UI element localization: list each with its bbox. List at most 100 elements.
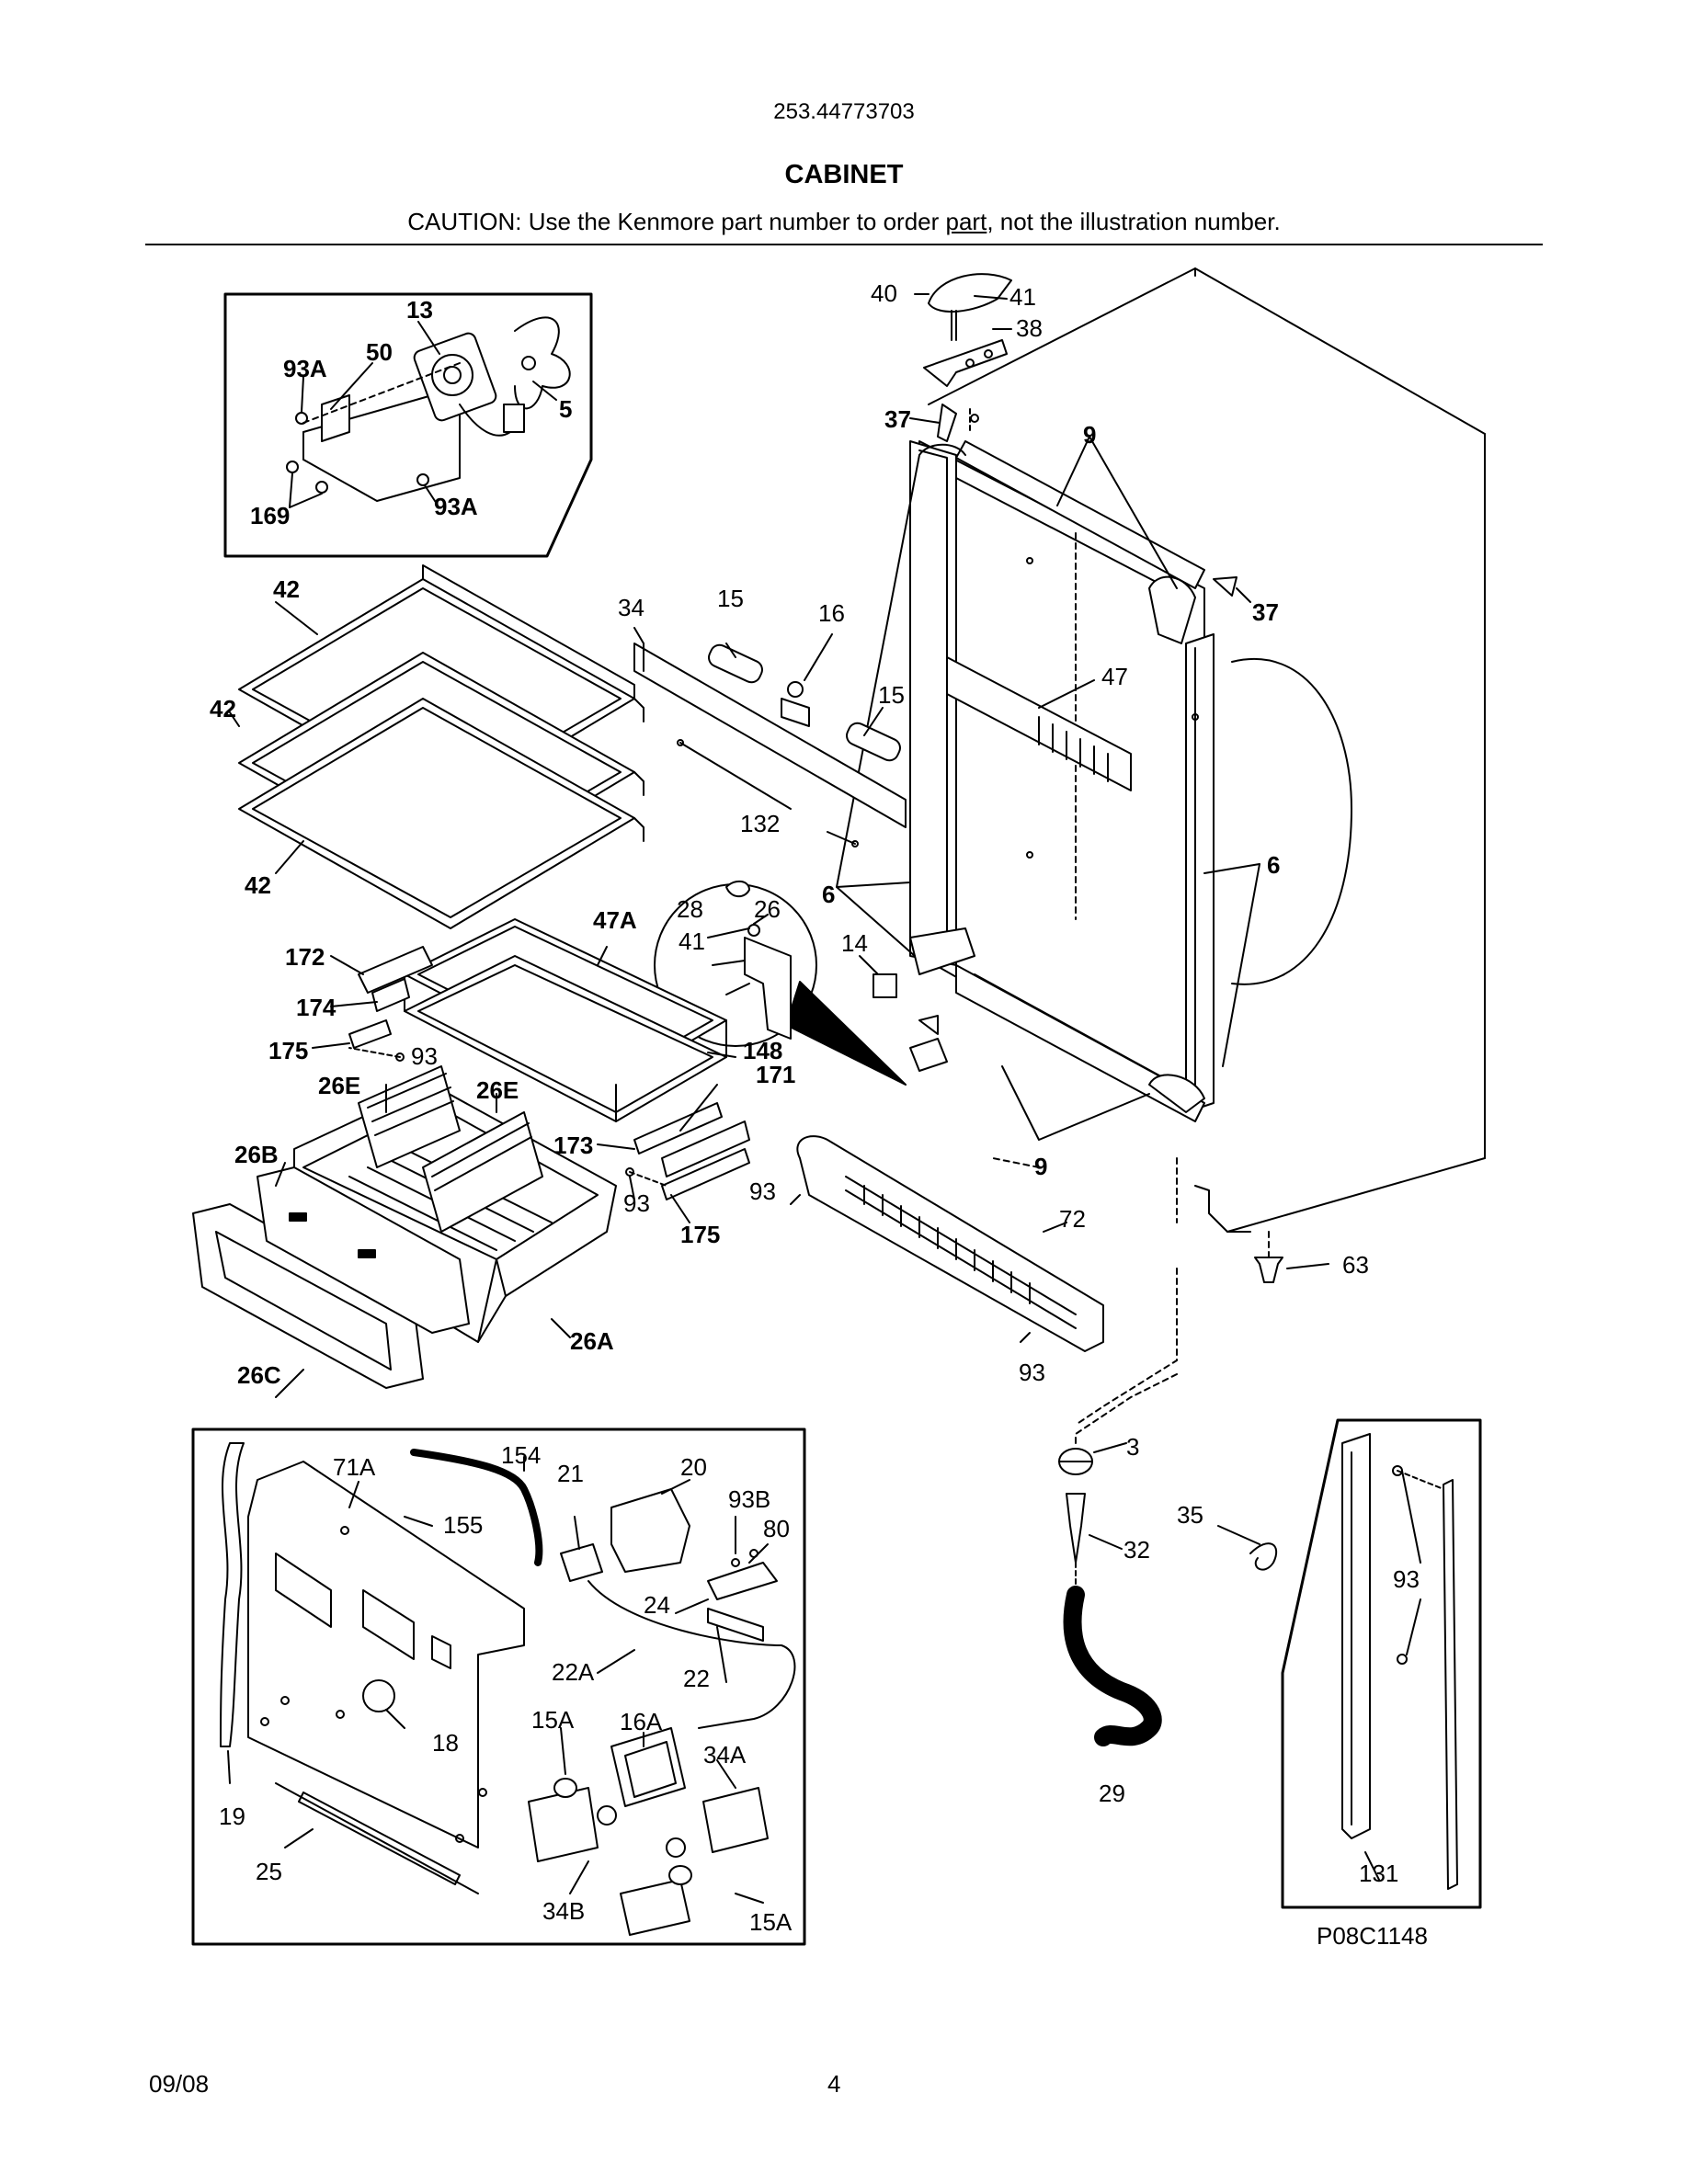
section-title: CABINET xyxy=(784,160,904,189)
caution-text: CAUTION: Use the Kenmore part number to … xyxy=(407,208,946,235)
leader-9-top xyxy=(1056,436,1178,589)
footer-date: 09/08 xyxy=(149,2070,210,2098)
callout-13: 13 xyxy=(406,296,433,324)
callout-63: 63 xyxy=(1342,1251,1369,1279)
leader-37-right xyxy=(1236,587,1251,603)
callout-93-a: 93 xyxy=(411,1042,438,1070)
callout-22: 22 xyxy=(683,1665,710,1692)
callout-131: 131 xyxy=(1359,1860,1398,1887)
callout-37: 37 xyxy=(884,405,911,433)
callout-175: 175 xyxy=(268,1037,308,1064)
callout-93-d: 93 xyxy=(1019,1359,1045,1386)
callout-34A: 34A xyxy=(703,1741,747,1769)
callout-171: 171 xyxy=(756,1061,795,1088)
callout-93-c: 93 xyxy=(749,1177,776,1205)
callout-26A: 26A xyxy=(570,1327,614,1355)
callout-9-bottom: 9 xyxy=(1034,1153,1047,1180)
callout-42: 42 xyxy=(273,575,300,603)
callout-16: 16 xyxy=(818,599,845,627)
drawing-code: P08C1148 xyxy=(1317,1922,1428,1950)
callout-41-detail: 41 xyxy=(679,927,705,955)
callout-19: 19 xyxy=(219,1803,245,1830)
drain-parts xyxy=(1058,1373,1278,1746)
callout-9: 9 xyxy=(1083,421,1096,449)
callout-3: 3 xyxy=(1126,1433,1139,1461)
callout-26B: 26B xyxy=(234,1141,279,1168)
callout-29: 29 xyxy=(1099,1780,1125,1807)
callout-173: 173 xyxy=(553,1132,593,1159)
callout-169: 169 xyxy=(250,502,290,529)
callout-15-right: 15 xyxy=(878,681,905,709)
callout-15A-lower: 15A xyxy=(749,1908,793,1936)
callout-16A: 16A xyxy=(620,1708,663,1735)
model-number: 253.44773703 xyxy=(773,99,915,124)
callout-93A-lower: 93A xyxy=(434,493,478,520)
callout-15A: 15A xyxy=(531,1706,575,1734)
caution-part-word: part xyxy=(945,208,987,235)
callout-34B: 34B xyxy=(542,1897,585,1925)
callout-34: 34 xyxy=(618,594,644,621)
callout-28: 28 xyxy=(677,895,703,923)
callout-132: 132 xyxy=(740,810,780,837)
leader-47 xyxy=(1038,679,1095,709)
callout-175-lower: 175 xyxy=(680,1221,720,1248)
callout-174: 174 xyxy=(296,994,336,1021)
leader-6-right xyxy=(1203,863,1260,1067)
leader-6-left xyxy=(836,454,920,957)
callout-26E-right: 26E xyxy=(476,1076,519,1104)
callout-32: 32 xyxy=(1123,1536,1150,1564)
wire-shelves xyxy=(229,564,644,929)
callout-26C: 26C xyxy=(237,1361,281,1389)
caution-note: CAUTION: Use the Kenmore part number to … xyxy=(0,208,1688,236)
callout-labels: 13 50 93A 5 169 93A 40 41 38 37 9 37 42 … xyxy=(210,279,1428,1950)
callout-93-e: 93 xyxy=(1393,1565,1420,1593)
callout-155: 155 xyxy=(443,1511,483,1539)
callout-37-right: 37 xyxy=(1252,598,1279,626)
fan-motor-inset xyxy=(223,292,593,558)
callout-6-right: 6 xyxy=(1267,851,1280,879)
caution-text-end: , not the illustration number. xyxy=(987,208,1281,235)
callout-42-middle: 42 xyxy=(210,695,236,722)
top-hinge-assembly xyxy=(909,273,1012,442)
callout-41: 41 xyxy=(1009,283,1036,311)
callout-42-lower: 42 xyxy=(245,871,271,899)
crisper-pan xyxy=(192,1065,617,1398)
callout-38: 38 xyxy=(1016,314,1043,342)
callout-24: 24 xyxy=(644,1591,670,1619)
callout-25: 25 xyxy=(256,1858,282,1885)
callout-26E: 26E xyxy=(318,1072,360,1099)
callout-93-b: 93 xyxy=(623,1189,650,1217)
callout-18: 18 xyxy=(432,1729,459,1757)
callout-14: 14 xyxy=(841,929,868,957)
callout-15: 15 xyxy=(717,585,744,612)
callout-26: 26 xyxy=(754,895,781,923)
leader-9-bottom xyxy=(1001,1065,1150,1141)
callout-35: 35 xyxy=(1177,1501,1203,1529)
callout-40: 40 xyxy=(871,279,897,307)
callout-6: 6 xyxy=(822,881,835,908)
callout-22A: 22A xyxy=(552,1658,595,1686)
crisper-rails xyxy=(312,946,750,1223)
header-divider xyxy=(145,244,1543,245)
right-hinge-cap xyxy=(1213,576,1237,597)
toe-grille xyxy=(790,1135,1329,1352)
callout-172: 172 xyxy=(285,943,325,971)
callout-93B: 93B xyxy=(728,1485,770,1513)
callout-50: 50 xyxy=(366,338,393,366)
light-bar-assembly xyxy=(633,627,907,847)
callout-93A: 93A xyxy=(283,355,327,382)
callout-154: 154 xyxy=(501,1441,541,1469)
callout-47: 47 xyxy=(1101,663,1128,690)
callout-47A: 47A xyxy=(593,906,637,934)
callout-148: 148 xyxy=(743,1037,782,1064)
control-panel-inset xyxy=(191,1428,806,1946)
rail-inset xyxy=(1281,1418,1482,1909)
crisper-cover xyxy=(404,918,736,1122)
callout-71A: 71A xyxy=(333,1453,376,1481)
callout-5: 5 xyxy=(559,395,572,423)
callout-80: 80 xyxy=(763,1515,790,1542)
callout-72: 72 xyxy=(1059,1205,1086,1233)
page-number: 4 xyxy=(827,2070,841,2098)
cabinet-body xyxy=(909,267,1486,1426)
